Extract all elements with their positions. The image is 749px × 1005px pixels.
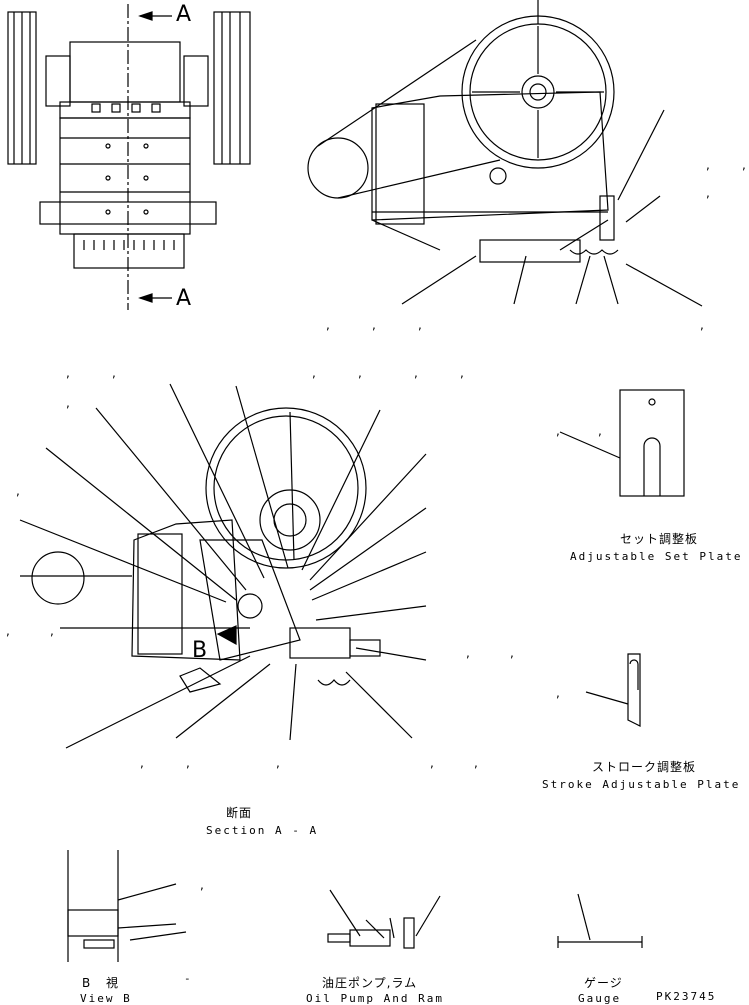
set-plate-caption-en: Adjustable Set Plate: [570, 550, 743, 563]
gauge-caption-en: Gauge: [578, 992, 622, 1005]
section-marker-bottom: A: [176, 286, 192, 311]
callout-separator: ,: [598, 424, 602, 438]
gauge-caption-jp: ゲージ: [584, 976, 623, 990]
stroke-plate-drawing: [627, 653, 641, 727]
callout-separator: ,: [414, 366, 418, 380]
callout-separator: ,: [50, 624, 54, 638]
callout-separator: ,: [186, 756, 190, 770]
callout-separator: ,: [460, 366, 464, 380]
section-a-a: [19, 383, 629, 749]
callout-separator: ,: [430, 756, 434, 770]
callout-separator: ,: [358, 366, 362, 380]
callout-separator: ,: [418, 318, 422, 332]
callout-separator: ,: [510, 646, 514, 660]
callout-separator: ,: [474, 756, 478, 770]
gauge-drawing: [557, 893, 643, 948]
callout-separator: ,: [706, 186, 710, 200]
callout-separator: ,: [372, 318, 376, 332]
section-caption-jp: 断面: [226, 806, 253, 820]
callout-separator: ,: [200, 878, 204, 892]
callout-separator: ,: [312, 366, 316, 380]
front-view: [7, 4, 251, 310]
view-b-caption-jp: B 視: [82, 976, 125, 990]
callout-separator: ,: [556, 424, 560, 438]
callout-separator: ,: [66, 396, 70, 410]
stroke-plate-caption-en: Stroke Adjustable Plate: [542, 778, 741, 791]
view-marker-b: B: [192, 638, 208, 663]
view-b-drawing: [67, 850, 187, 962]
stroke-plate-caption-jp: ストローク調整板: [592, 760, 697, 774]
callout-separator: ,: [6, 624, 10, 638]
part-code: PK23745: [656, 990, 717, 1003]
callout-separator: ,: [742, 158, 746, 172]
oil-pump-caption-en: Oil Pump And Ram: [306, 992, 444, 1005]
view-b-caption-en: View B: [80, 992, 132, 1005]
view-b-dash: -: [184, 972, 193, 985]
oil-pump-caption-jp: 油圧ポンプ,ラム: [322, 976, 418, 990]
set-plate-caption-jp: セット調整板: [620, 532, 699, 546]
set-plate-drawing: [619, 389, 685, 497]
oil-pump-drawing: [327, 889, 441, 949]
callout-separator: ,: [706, 158, 710, 172]
section-caption-en: Section A - A: [206, 824, 319, 837]
callout-separator: ,: [466, 646, 470, 660]
callout-separator: ,: [16, 484, 20, 498]
callout-separator: ,: [556, 686, 560, 700]
section-marker-top: A: [176, 2, 192, 27]
callout-separator: ,: [326, 318, 330, 332]
callout-separator: ,: [66, 366, 70, 380]
callout-separator: ,: [140, 756, 144, 770]
callout-separator: ,: [112, 366, 116, 380]
callout-separator: ,: [700, 318, 704, 332]
callout-separator: ,: [276, 756, 280, 770]
side-view: [307, 0, 703, 307]
